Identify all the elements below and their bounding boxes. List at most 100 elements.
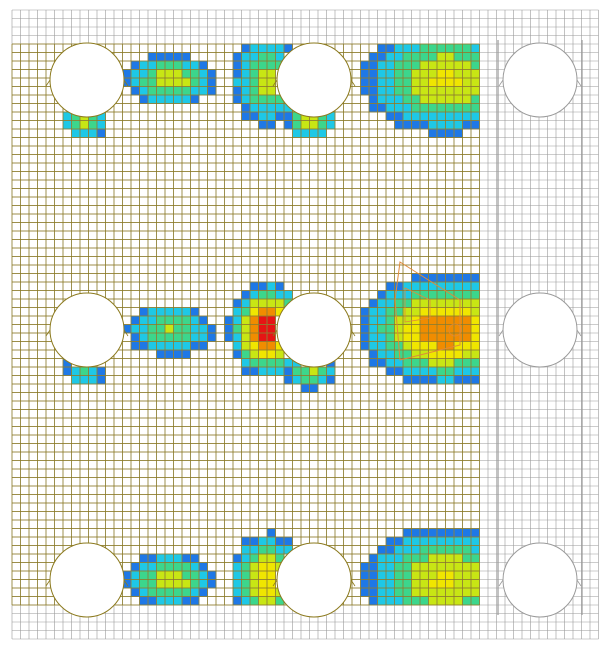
stress-element — [471, 375, 480, 385]
stress-element — [403, 307, 412, 317]
hole-edge-mark — [576, 79, 582, 87]
stress-element — [420, 562, 429, 572]
stress-element — [275, 341, 285, 351]
stress-element — [148, 52, 157, 62]
stress-element — [275, 554, 285, 563]
stress-element — [386, 333, 395, 342]
stress-element — [173, 324, 183, 334]
stress-element — [258, 571, 268, 580]
stress-element — [165, 596, 174, 606]
stress-element — [369, 86, 378, 96]
stress-element — [148, 554, 157, 563]
stress-element — [403, 537, 412, 546]
stress-element — [369, 78, 378, 87]
stress-element — [173, 316, 183, 325]
stress-element — [301, 367, 310, 376]
stress-element — [454, 571, 463, 580]
stress-element — [445, 86, 455, 96]
stress-element — [411, 112, 421, 121]
stress-element — [462, 562, 472, 572]
stress-element — [267, 358, 276, 368]
hole-outline — [276, 292, 352, 368]
stress-element — [173, 554, 183, 563]
hole-outline — [502, 292, 578, 368]
stress-element — [445, 367, 455, 376]
stress-element — [420, 554, 429, 563]
stress-element — [471, 44, 480, 53]
stress-element — [224, 316, 234, 325]
stress-element — [275, 358, 285, 368]
stress-element — [462, 307, 472, 317]
stress-element — [369, 341, 378, 351]
stress-element — [420, 282, 429, 291]
stress-element — [411, 290, 421, 300]
stress-element — [369, 596, 378, 606]
stress-element — [445, 358, 455, 368]
stress-element — [250, 61, 259, 70]
stress-element — [250, 299, 259, 308]
stress-element — [445, 103, 455, 113]
stress-element — [394, 537, 404, 546]
stress-element — [386, 537, 395, 546]
stress-element — [267, 545, 276, 555]
stress-element — [471, 350, 480, 359]
stress-element — [148, 86, 157, 96]
stress-element — [428, 129, 438, 138]
stress-element — [148, 61, 157, 70]
stress-element — [403, 350, 412, 359]
stress-element — [462, 350, 472, 359]
stress-element — [411, 307, 421, 317]
stress-element — [420, 69, 429, 79]
stress-element — [241, 545, 251, 555]
stress-element — [139, 307, 149, 317]
stress-element — [386, 52, 395, 62]
stress-element — [428, 596, 438, 606]
stress-element — [233, 69, 242, 79]
stress-element — [199, 86, 208, 96]
stress-element — [173, 562, 183, 572]
stress-element — [428, 299, 438, 308]
stress-element — [71, 129, 81, 138]
stress-element — [275, 596, 285, 606]
stress-element — [428, 290, 438, 300]
stress-element — [420, 375, 429, 385]
stress-element — [267, 307, 276, 317]
stress-element — [250, 341, 259, 351]
stress-element — [428, 375, 438, 385]
stress-element — [462, 299, 472, 308]
hole-edge-mark — [123, 579, 129, 587]
stress-element — [394, 316, 404, 325]
stress-element — [148, 579, 157, 589]
stress-element — [301, 384, 310, 393]
stress-element — [386, 350, 395, 359]
hole-edge-mark — [350, 579, 356, 587]
stress-element — [411, 86, 421, 96]
stress-element — [428, 367, 438, 376]
stress-element — [454, 350, 463, 359]
stress-element — [428, 120, 438, 130]
stress-element — [462, 61, 472, 70]
stress-element — [377, 596, 387, 606]
stress-element — [428, 78, 438, 87]
stress-element — [420, 307, 429, 317]
stress-element — [148, 333, 157, 342]
stress-element — [148, 588, 157, 597]
stress-element — [182, 86, 191, 96]
stress-element — [131, 571, 140, 580]
stress-element — [233, 299, 242, 308]
stress-element — [165, 324, 174, 334]
stress-element — [420, 44, 429, 53]
stress-element — [454, 129, 463, 138]
stress-element — [241, 307, 251, 317]
stress-element — [386, 571, 395, 580]
stress-element — [241, 596, 251, 606]
stress-element — [267, 554, 276, 563]
stress-element — [241, 316, 251, 325]
stress-element — [284, 545, 293, 555]
stress-element — [258, 103, 268, 113]
stress-element — [156, 52, 166, 62]
stress-element — [403, 324, 412, 334]
stress-element — [420, 579, 429, 589]
stress-element — [165, 69, 174, 79]
stress-element — [437, 324, 446, 334]
